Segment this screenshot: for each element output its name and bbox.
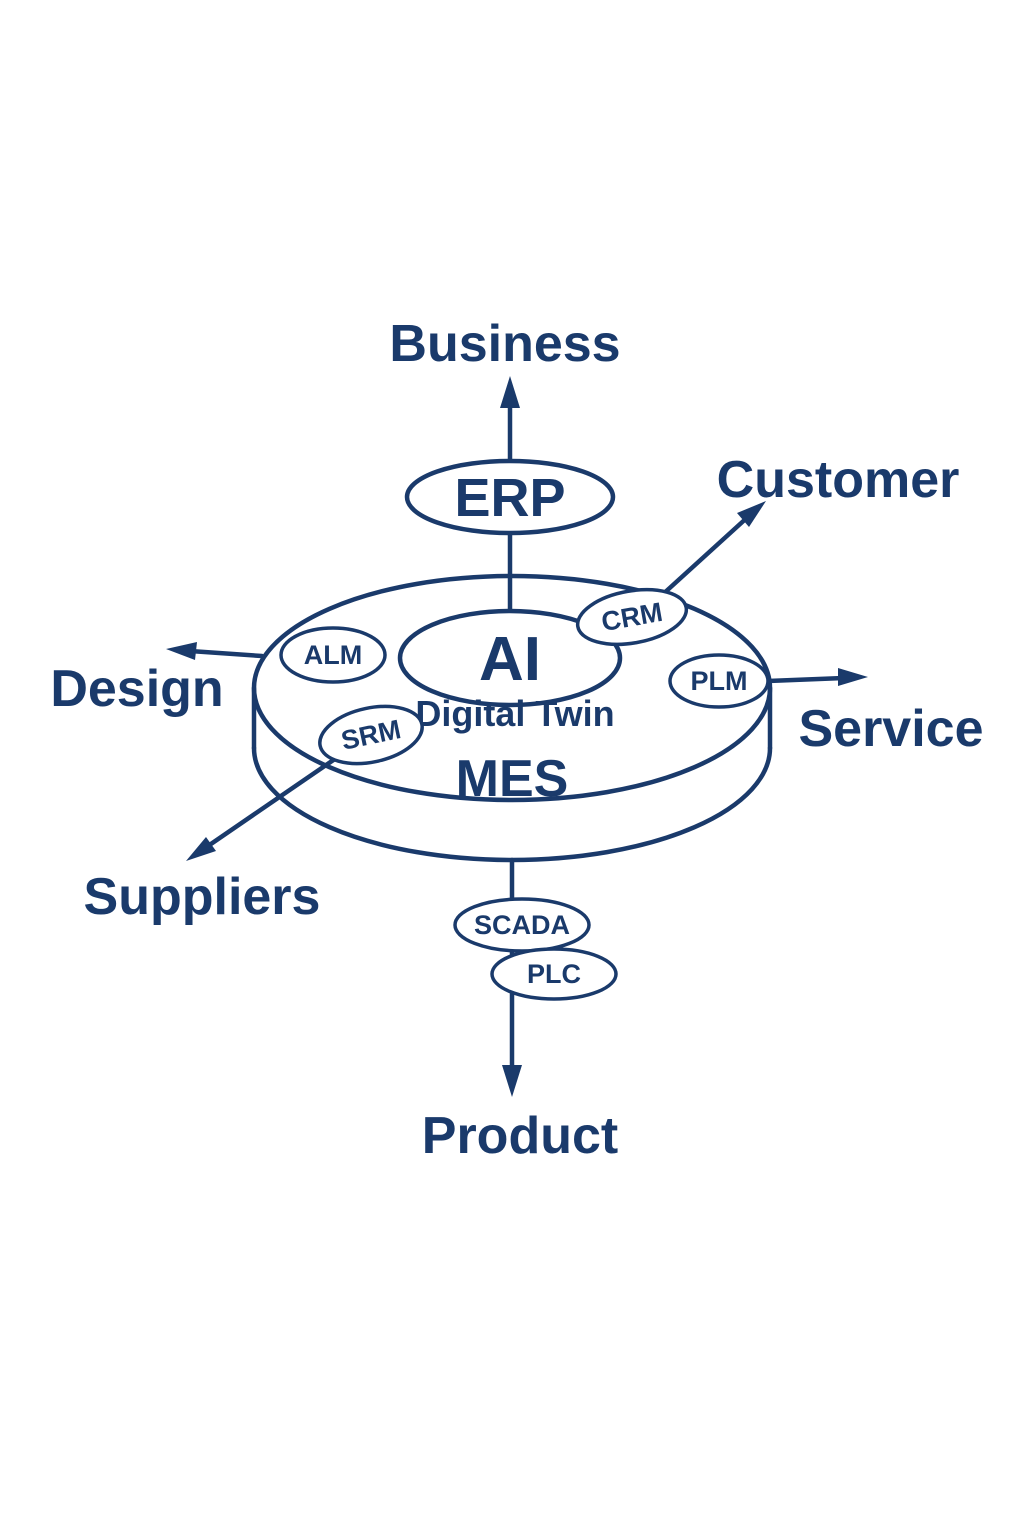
- design-arrowhead-icon: [166, 642, 197, 660]
- ai-label: AI: [479, 625, 541, 694]
- scada-label: SCADA: [474, 910, 570, 940]
- plc-node: PLC: [490, 947, 618, 1001]
- alm-ellipse: [279, 626, 387, 684]
- design-line: [187, 648, 265, 659]
- product-arrowhead-icon: [502, 1065, 522, 1097]
- design-label: Design: [50, 660, 223, 718]
- ai-core-node: AI: [397, 608, 623, 708]
- service-arrowhead-icon: [838, 668, 868, 686]
- service-label: Service: [798, 700, 983, 758]
- product-label: Product: [422, 1107, 618, 1165]
- plc-ellipse: [490, 947, 618, 1001]
- srm-ellipse: [318, 704, 424, 766]
- digital-twin-label: Digital Twin: [415, 693, 614, 734]
- service-connector: [765, 668, 868, 686]
- ai-ellipse: [397, 608, 623, 708]
- suppliers-connector: [186, 747, 351, 861]
- service-line: [765, 675, 847, 684]
- erp-node: ERP: [404, 458, 616, 536]
- crm-ellipse: [575, 587, 689, 647]
- srm-node: SRM: [318, 704, 424, 766]
- business-label: Business: [389, 315, 620, 373]
- plm-ellipse: [668, 653, 770, 709]
- business-arrowhead-icon: [500, 376, 520, 408]
- mes-label: MES: [456, 750, 569, 808]
- suppliers-line: [205, 747, 351, 849]
- customer-arrowhead-icon: [737, 501, 766, 527]
- erp-ellipse: [404, 458, 616, 536]
- plm-label: PLM: [691, 666, 748, 696]
- plc-label: PLC: [527, 959, 581, 989]
- plm-node: PLM: [668, 653, 770, 709]
- alm-label: ALM: [304, 640, 362, 670]
- crm-node: CRM: [575, 587, 689, 647]
- suppliers-arrowhead-icon: [186, 837, 216, 861]
- erp-label: ERP: [454, 468, 565, 528]
- suppliers-label: Suppliers: [84, 868, 321, 926]
- alm-node: ALM: [279, 626, 387, 684]
- design-connector: [166, 642, 265, 660]
- scada-node: SCADA: [453, 897, 591, 953]
- customer-label: Customer: [717, 451, 960, 509]
